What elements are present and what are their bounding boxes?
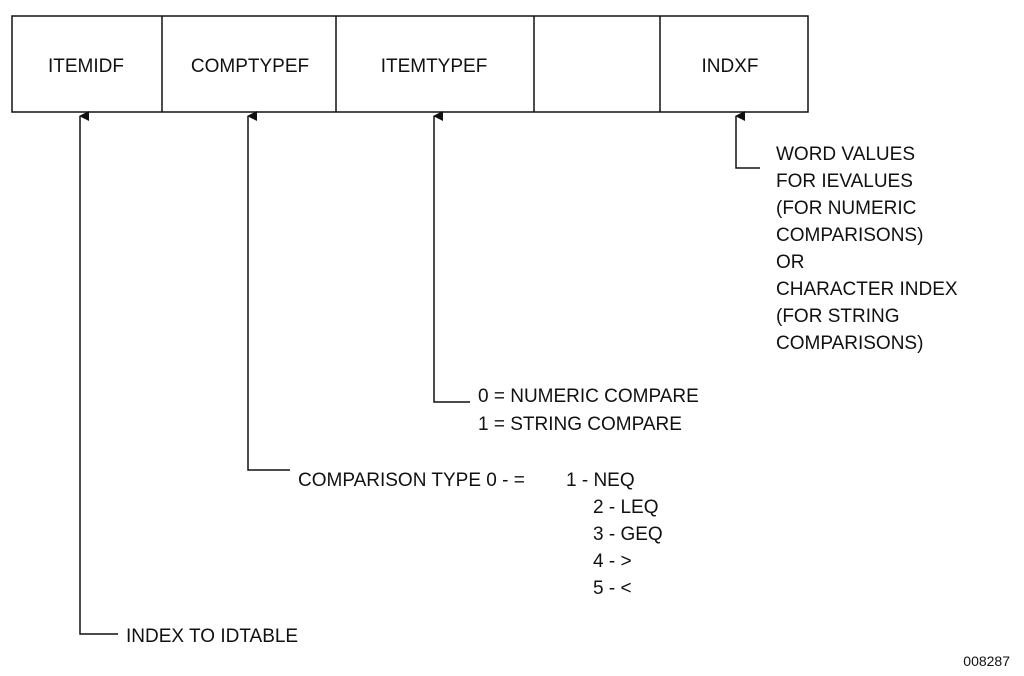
record-outline [11,15,809,113]
comparison-code: 1 - NEQ [566,470,635,491]
indxf-note-line: WORD VALUES [776,144,915,165]
comptypef-note: COMPARISON TYPE 0 - = 1 - NEQ 2 - LEQ 3 … [298,470,663,599]
indxf-leader-arrow [735,111,760,169]
comparison-code: 3 - GEQ [593,524,663,545]
comparison-code: 2 - LEQ [593,497,658,518]
itemidf-note: INDEX TO IDTABLE [126,626,298,647]
itemidf-leader-arrow [79,111,118,635]
comparison-type-label: COMPARISON TYPE 0 - = [298,470,525,491]
figure-number: 008287 [963,653,1010,669]
comparison-code: 5 - < [593,578,632,599]
indxf-note-line: COMPARISONS) [776,333,923,354]
comparison-code: 4 - > [593,551,632,572]
indxf-note-line: COMPARISONS) [776,225,923,246]
record-box [11,15,809,113]
field-indxf: INDXF [702,56,759,77]
itemtypef-leader-arrow [433,111,470,403]
itemtypef-note-line: 1 = STRING COMPARE [478,414,682,435]
indxf-note-line: (FOR NUMERIC [776,198,916,219]
indxf-note-line: OR [776,252,805,273]
field-itemidf: ITEMIDF [48,56,124,77]
comptypef-leader-arrow [247,111,290,471]
indxf-note-line: CHARACTER INDEX [776,279,958,300]
itemtypef-note: 0 = NUMERIC COMPARE 1 = STRING COMPARE [478,386,699,435]
indxf-note-line: (FOR STRING [776,306,900,327]
indxf-note-line: FOR IEVALUES [776,171,913,192]
itemtypef-note-line: 0 = NUMERIC COMPARE [478,386,699,407]
field-itemtypef: ITEMTYPEF [381,56,488,77]
field-comptypef: COMPTYPEF [191,56,309,77]
indxf-note: WORD VALUES FOR IEVALUES (FOR NUMERIC CO… [776,144,958,354]
